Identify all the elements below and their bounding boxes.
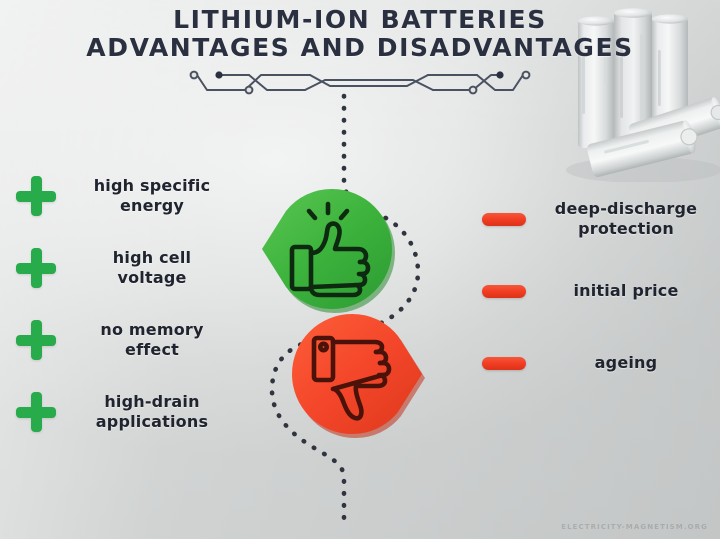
circuit-node-hollow-right bbox=[521, 70, 531, 80]
plus-icon bbox=[16, 248, 56, 288]
circuit-trace-icon bbox=[189, 70, 531, 95]
minus-marker-cell bbox=[468, 284, 540, 298]
disadvantage-row: deep-discharge protection bbox=[468, 183, 720, 255]
plus-icon bbox=[16, 320, 56, 360]
plus-marker-cell bbox=[0, 176, 72, 216]
disadvantage-label: initial price bbox=[573, 281, 679, 301]
thumbs-down-badge bbox=[292, 313, 425, 439]
disadvantage-label: deep-discharge protection bbox=[554, 199, 698, 238]
page-title-line-2: ADVANTAGES AND DISADVANTAGES bbox=[86, 33, 634, 62]
circuit-node-hollow-inner-left bbox=[244, 85, 254, 95]
minus-icon bbox=[482, 356, 526, 370]
disadvantage-label: ageing bbox=[594, 353, 658, 373]
plus-icon bbox=[16, 392, 56, 432]
circuit-node-filled-left bbox=[215, 71, 223, 79]
title-block: LITHIUM-ION BATTERIES ADVANTAGES AND DIS… bbox=[0, 6, 720, 100]
advantage-row: high specific energy bbox=[0, 160, 248, 232]
advantage-row: no memory effect bbox=[0, 304, 248, 376]
plus-marker-cell bbox=[0, 248, 72, 288]
disadvantage-row: initial price bbox=[468, 255, 720, 327]
advantage-label: high-drain applications bbox=[95, 392, 209, 431]
source-watermark: ELECTRICITY-MAGNETISM.ORG bbox=[561, 523, 708, 531]
disadvantages-list: deep-discharge protection initial price … bbox=[468, 183, 720, 399]
advantage-row: high-drain applications bbox=[0, 376, 248, 448]
advantages-list: high specific energy high cell voltage n… bbox=[0, 160, 248, 448]
minus-marker-cell bbox=[468, 356, 540, 370]
disadvantage-row: ageing bbox=[468, 327, 720, 399]
advantage-row: high cell voltage bbox=[0, 232, 248, 304]
minus-marker-cell bbox=[468, 212, 540, 226]
minus-icon bbox=[482, 284, 526, 298]
circuit-node-hollow-left bbox=[189, 70, 199, 80]
thumbs-up-badge bbox=[262, 188, 395, 314]
advantage-label: no memory effect bbox=[100, 320, 204, 359]
minus-icon bbox=[482, 212, 526, 226]
circuit-node-hollow-inner-right bbox=[468, 85, 478, 95]
plus-marker-cell bbox=[0, 392, 72, 432]
advantage-label: high cell voltage bbox=[112, 248, 192, 287]
advantage-label: high specific energy bbox=[93, 176, 211, 215]
circuit-node-filled-right bbox=[496, 71, 504, 79]
plus-icon bbox=[16, 176, 56, 216]
page-title-line-1: LITHIUM-ION BATTERIES bbox=[173, 5, 547, 34]
plus-marker-cell bbox=[0, 320, 72, 360]
